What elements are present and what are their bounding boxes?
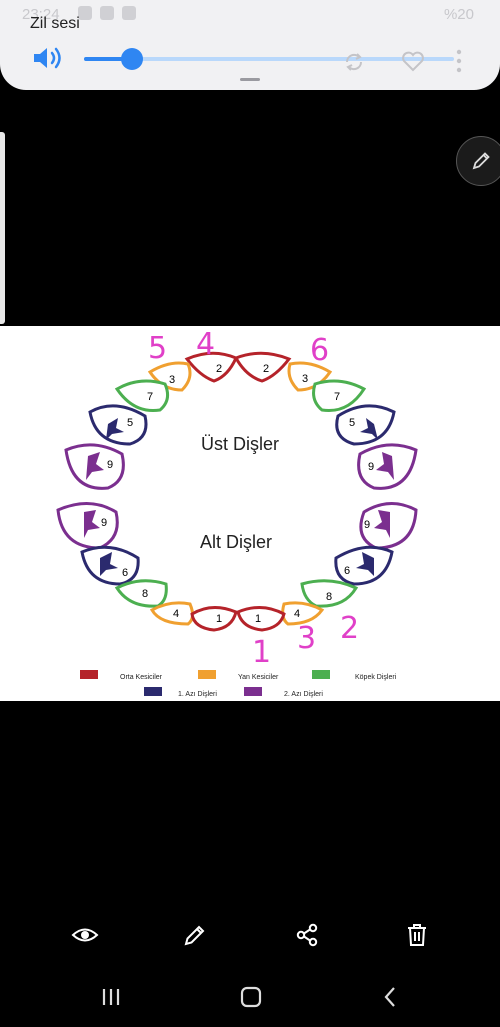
tooth-number: 5 <box>349 417 355 429</box>
volume-panel <box>0 0 500 90</box>
tooth-chart-image: 2 2 3 3 7 7 5 5 9 9 9 9 6 6 8 8 4 4 1 1 … <box>0 326 500 701</box>
home-icon[interactable] <box>236 982 266 1012</box>
legend-label: Orta Kesiciler <box>120 674 163 681</box>
molar-marker <box>86 452 104 480</box>
tooth-number: 9 <box>364 519 370 531</box>
tooth-number: 7 <box>147 391 153 403</box>
legend-swatch <box>198 670 216 679</box>
tooth-number: 8 <box>142 588 148 600</box>
molar-marker <box>376 452 394 480</box>
tooth-upper-central-right <box>233 351 292 383</box>
tooth-upper-first-molar-right <box>335 404 396 446</box>
molar-marker <box>360 418 378 440</box>
gallery-icon <box>78 6 92 20</box>
tooth-lower-central-left <box>190 606 238 632</box>
panel-expand-handle[interactable] <box>240 78 260 81</box>
tiktok-icon <box>100 6 114 20</box>
handwritten-number: 1 <box>252 635 271 670</box>
edit-button[interactable] <box>456 136 500 186</box>
battery-level: %20 <box>443 6 474 23</box>
tooth-number: 6 <box>122 567 128 579</box>
tooth-upper-central-left <box>184 351 238 383</box>
sound-sync-icon[interactable] <box>342 50 366 74</box>
handwritten-number: 6 <box>310 333 329 368</box>
handwritten-number: 4 <box>196 327 215 362</box>
tooth-number: 8 <box>326 591 332 603</box>
volume-stream-label: Zil sesi <box>30 15 80 32</box>
molar-marker <box>374 510 390 538</box>
tooth-number: 1 <box>216 613 222 625</box>
tooth-lower-central-right <box>236 606 286 632</box>
status-time: 23:24 <box>22 6 60 23</box>
edge-panel-handle[interactable] <box>0 132 5 324</box>
back-icon[interactable] <box>376 982 406 1012</box>
handwritten-number: 3 <box>297 621 316 656</box>
legend-label: 1. Azı Dişleri <box>178 691 217 698</box>
tooth-number: 4 <box>294 608 300 620</box>
volume-slider-fill <box>84 57 132 61</box>
tooth-upper-canine-right <box>312 379 367 413</box>
trash-icon[interactable] <box>402 920 432 950</box>
legend-label: Yan Kesiciler <box>238 674 279 681</box>
legend-label: Köpek Dişleri <box>355 674 397 681</box>
share-icon[interactable] <box>292 920 322 950</box>
tooth-number: 9 <box>107 459 113 471</box>
tooth-number: 2 <box>216 363 222 375</box>
notification-icons <box>78 6 144 25</box>
molar-marker <box>100 552 118 576</box>
more-vertical-icon[interactable] <box>455 48 463 74</box>
legend-swatch <box>80 670 98 679</box>
legend-swatch <box>144 687 162 696</box>
tooth-number: 2 <box>263 363 269 375</box>
heart-icon[interactable] <box>401 50 425 72</box>
legend-swatch <box>312 670 330 679</box>
legend-label: 2. Azı Dişleri <box>284 691 323 698</box>
upper-teeth-label: Üst Dişler <box>201 434 279 454</box>
tooth-number: 6 <box>344 565 350 577</box>
lower-teeth-label: Alt Dişler <box>200 532 272 552</box>
handwritten-number: 2 <box>340 611 359 646</box>
molar-marker <box>106 418 124 440</box>
legend-swatch <box>244 687 262 696</box>
pencil-icon[interactable] <box>180 920 210 950</box>
tooth-upper-first-molar-left <box>88 404 148 446</box>
tooth-number: 9 <box>101 517 107 529</box>
tooth-upper-canine-left <box>114 379 170 413</box>
molar-marker <box>84 510 100 538</box>
handwritten-number: 5 <box>148 331 167 366</box>
speaker-icon[interactable] <box>32 45 66 71</box>
volume-slider-thumb[interactable] <box>121 48 143 70</box>
app-icon <box>122 6 136 20</box>
volume-slider-track[interactable] <box>84 57 454 61</box>
tooth-number: 1 <box>255 613 261 625</box>
recent-apps-icon[interactable] <box>96 982 126 1012</box>
tooth-number: 9 <box>368 461 374 473</box>
molar-marker <box>356 552 374 576</box>
pencil-icon <box>472 152 490 170</box>
tooth-lower-canine-left <box>114 579 168 608</box>
tooth-number: 3 <box>169 374 175 386</box>
tooth-lower-canine-right <box>300 579 359 608</box>
tooth-number: 4 <box>173 608 179 620</box>
tooth-number: 7 <box>334 391 340 403</box>
eye-icon[interactable] <box>70 920 100 950</box>
tooth-number: 5 <box>127 417 133 429</box>
tooth-number: 3 <box>302 373 308 385</box>
